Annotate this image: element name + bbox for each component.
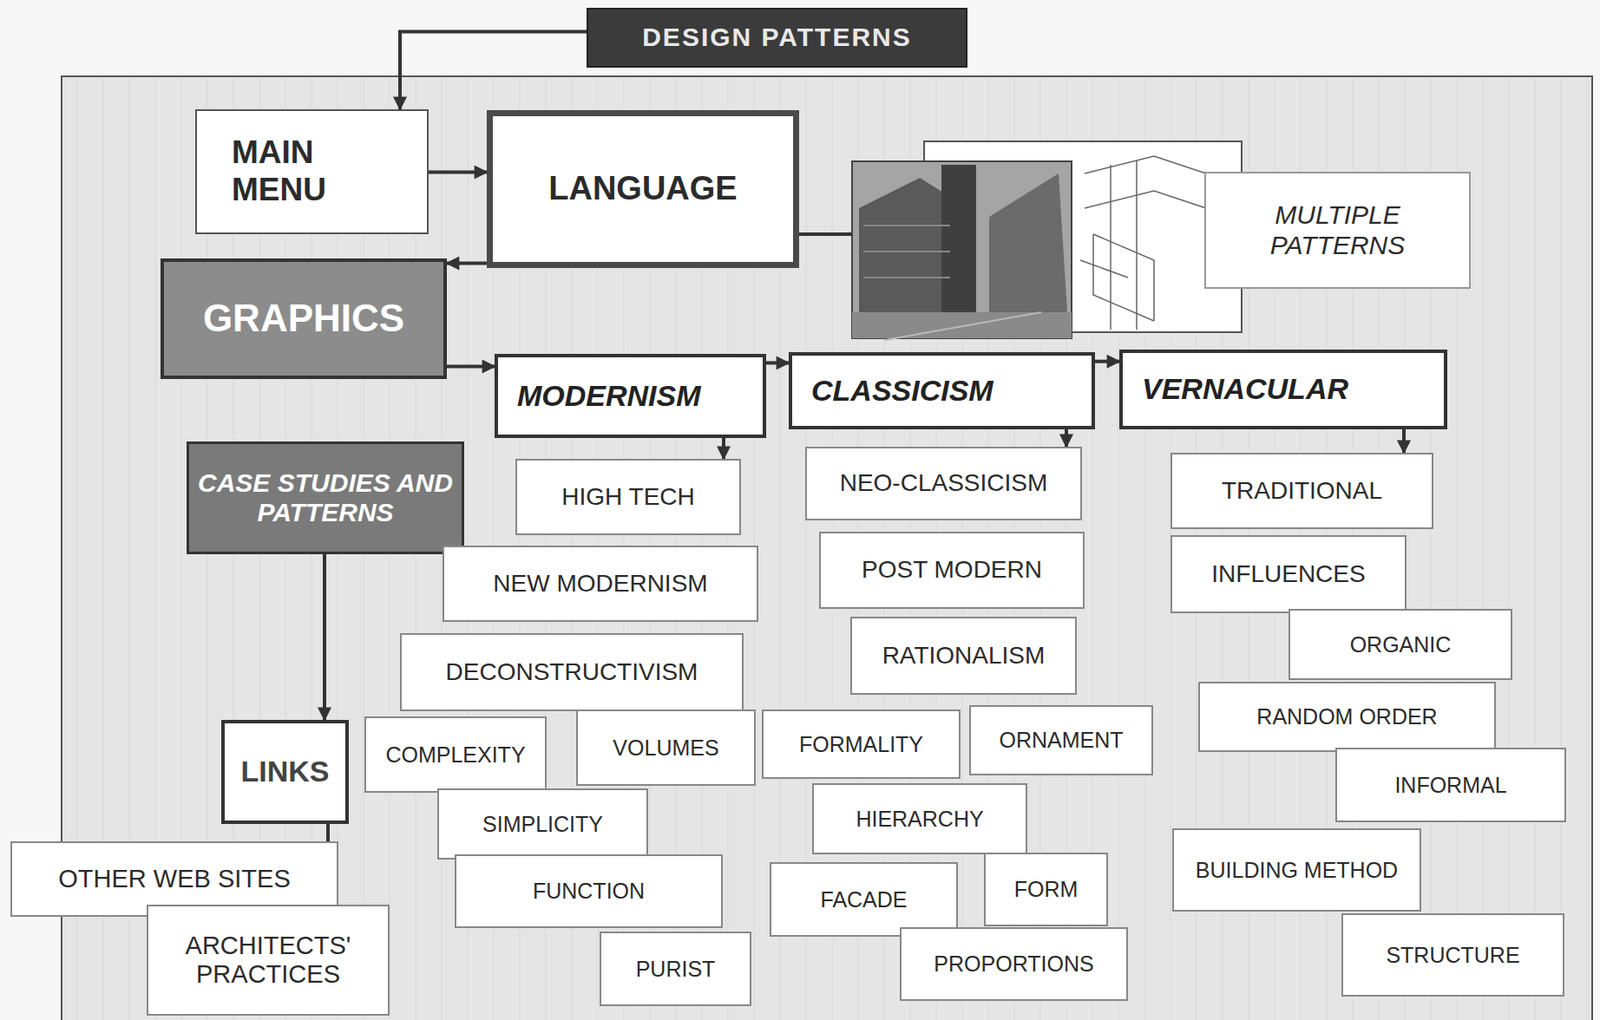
node-label: RATIONALISM bbox=[882, 642, 1046, 670]
node-label: NEW MODERNISM bbox=[492, 570, 708, 598]
pattern-box: VOLUMES bbox=[576, 709, 756, 787]
node-label: MULTIPLE PATTERNS bbox=[1214, 200, 1461, 261]
pattern-box: NEW MODERNISM bbox=[442, 545, 759, 623]
style-box: CLASSICISM bbox=[788, 352, 1096, 430]
node-label: HIGH TECH bbox=[561, 483, 696, 512]
section-box: LANGUAGE bbox=[486, 110, 800, 269]
node-label: CLASSICISM bbox=[811, 373, 994, 408]
menu-title: DESIGN PATTERNS bbox=[586, 7, 968, 68]
pattern-box: BUILDING METHOD bbox=[1172, 828, 1422, 912]
pattern-box: FUNCTION bbox=[454, 854, 723, 929]
caption-box: MULTIPLE PATTERNS bbox=[1204, 171, 1471, 289]
node-label: RANDOM ORDER bbox=[1256, 704, 1437, 730]
connector bbox=[1095, 360, 1120, 364]
node-label: MAIN MENU bbox=[231, 134, 358, 209]
node-label: FORM bbox=[1014, 877, 1079, 903]
connector bbox=[446, 262, 487, 266]
node-label: PROPORTIONS bbox=[933, 951, 1094, 978]
style-box: MODERNISM bbox=[494, 354, 767, 439]
pattern-box: STRUCTURE bbox=[1341, 913, 1565, 997]
node-label: LINKS bbox=[241, 754, 330, 789]
node-label: ORGANIC bbox=[1350, 632, 1452, 658]
connector bbox=[766, 360, 789, 365]
pattern-box: RANDOM ORDER bbox=[1198, 681, 1496, 753]
link-box: ARCHITECTS' PRACTICES bbox=[146, 904, 390, 1017]
illustration bbox=[852, 141, 1242, 341]
section-box: LINKS bbox=[221, 720, 349, 825]
pattern-box: RATIONALISM bbox=[850, 616, 1077, 696]
node-label: LANGUAGE bbox=[548, 170, 737, 209]
node-label: VOLUMES bbox=[612, 735, 719, 761]
node-label: TRADITIONAL bbox=[1221, 477, 1383, 505]
pattern-box: HIGH TECH bbox=[515, 459, 741, 536]
node-label: MODERNISM bbox=[517, 379, 702, 414]
pattern-box: POST MODERN bbox=[819, 531, 1085, 610]
pattern-box: ORNAMENT bbox=[969, 705, 1154, 776]
connector bbox=[400, 32, 587, 110]
node-label: FACADE bbox=[819, 887, 907, 913]
pattern-box: NEO-CLASSICISM bbox=[805, 446, 1082, 521]
node-label: DESIGN PATTERNS bbox=[642, 22, 912, 53]
connector bbox=[446, 365, 495, 369]
node-label: ORNAMENT bbox=[998, 727, 1123, 754]
pattern-box: FACADE bbox=[769, 862, 958, 938]
pattern-box: TRADITIONAL bbox=[1170, 452, 1434, 530]
pattern-box: FORM bbox=[983, 852, 1109, 927]
menu-box: MAIN MENU bbox=[195, 109, 429, 235]
connector bbox=[1064, 429, 1069, 447]
section-box: CASE STUDIES AND PATTERNS bbox=[186, 441, 465, 555]
node-label: ARCHITECTS' PRACTICES bbox=[157, 931, 380, 991]
pattern-box: SIMPLICITY bbox=[437, 788, 649, 860]
node-label: GRAPHICS bbox=[203, 296, 405, 341]
pattern-box: INFLUENCES bbox=[1170, 535, 1407, 614]
node-label: BUILDING METHOD bbox=[1195, 858, 1398, 884]
node-label: INFLUENCES bbox=[1211, 560, 1365, 589]
style-box: VERNACULAR bbox=[1119, 349, 1448, 430]
pattern-box: PURIST bbox=[599, 931, 752, 1007]
node-label: STRUCTURE bbox=[1385, 943, 1520, 969]
connector bbox=[428, 170, 487, 175]
node-label: FORMALITY bbox=[799, 732, 924, 758]
connector bbox=[1402, 429, 1406, 453]
node-label: VERNACULAR bbox=[1141, 372, 1349, 407]
node-label: INFORMAL bbox=[1394, 773, 1507, 799]
section-box: GRAPHICS bbox=[160, 258, 447, 380]
pattern-box: PROPORTIONS bbox=[899, 927, 1128, 1002]
connector bbox=[721, 438, 726, 460]
pattern-box: HIERARCHY bbox=[812, 783, 1028, 855]
node-label: PURIST bbox=[636, 957, 716, 983]
node-label: SIMPLICITY bbox=[482, 812, 604, 838]
node-label: DECONSTRUCTIVISM bbox=[445, 658, 699, 687]
connector bbox=[326, 824, 330, 842]
node-label: CASE STUDIES AND PATTERNS bbox=[197, 468, 453, 529]
leader-line bbox=[799, 232, 853, 237]
node-label: COMPLEXITY bbox=[385, 742, 525, 768]
node-label: POST MODERN bbox=[861, 556, 1043, 584]
pattern-box: COMPLEXITY bbox=[364, 716, 547, 794]
node-label: HIERARCHY bbox=[855, 806, 984, 833]
pattern-box: ORGANIC bbox=[1288, 609, 1513, 681]
connector bbox=[322, 554, 327, 721]
node-label: FUNCTION bbox=[532, 878, 645, 905]
node-label: NEO-CLASSICISM bbox=[839, 469, 1049, 498]
pattern-box: FORMALITY bbox=[761, 709, 961, 780]
pattern-box: DECONSTRUCTIVISM bbox=[400, 633, 744, 712]
node-label: OTHER WEB SITES bbox=[58, 865, 290, 894]
pattern-box: INFORMAL bbox=[1335, 747, 1567, 823]
